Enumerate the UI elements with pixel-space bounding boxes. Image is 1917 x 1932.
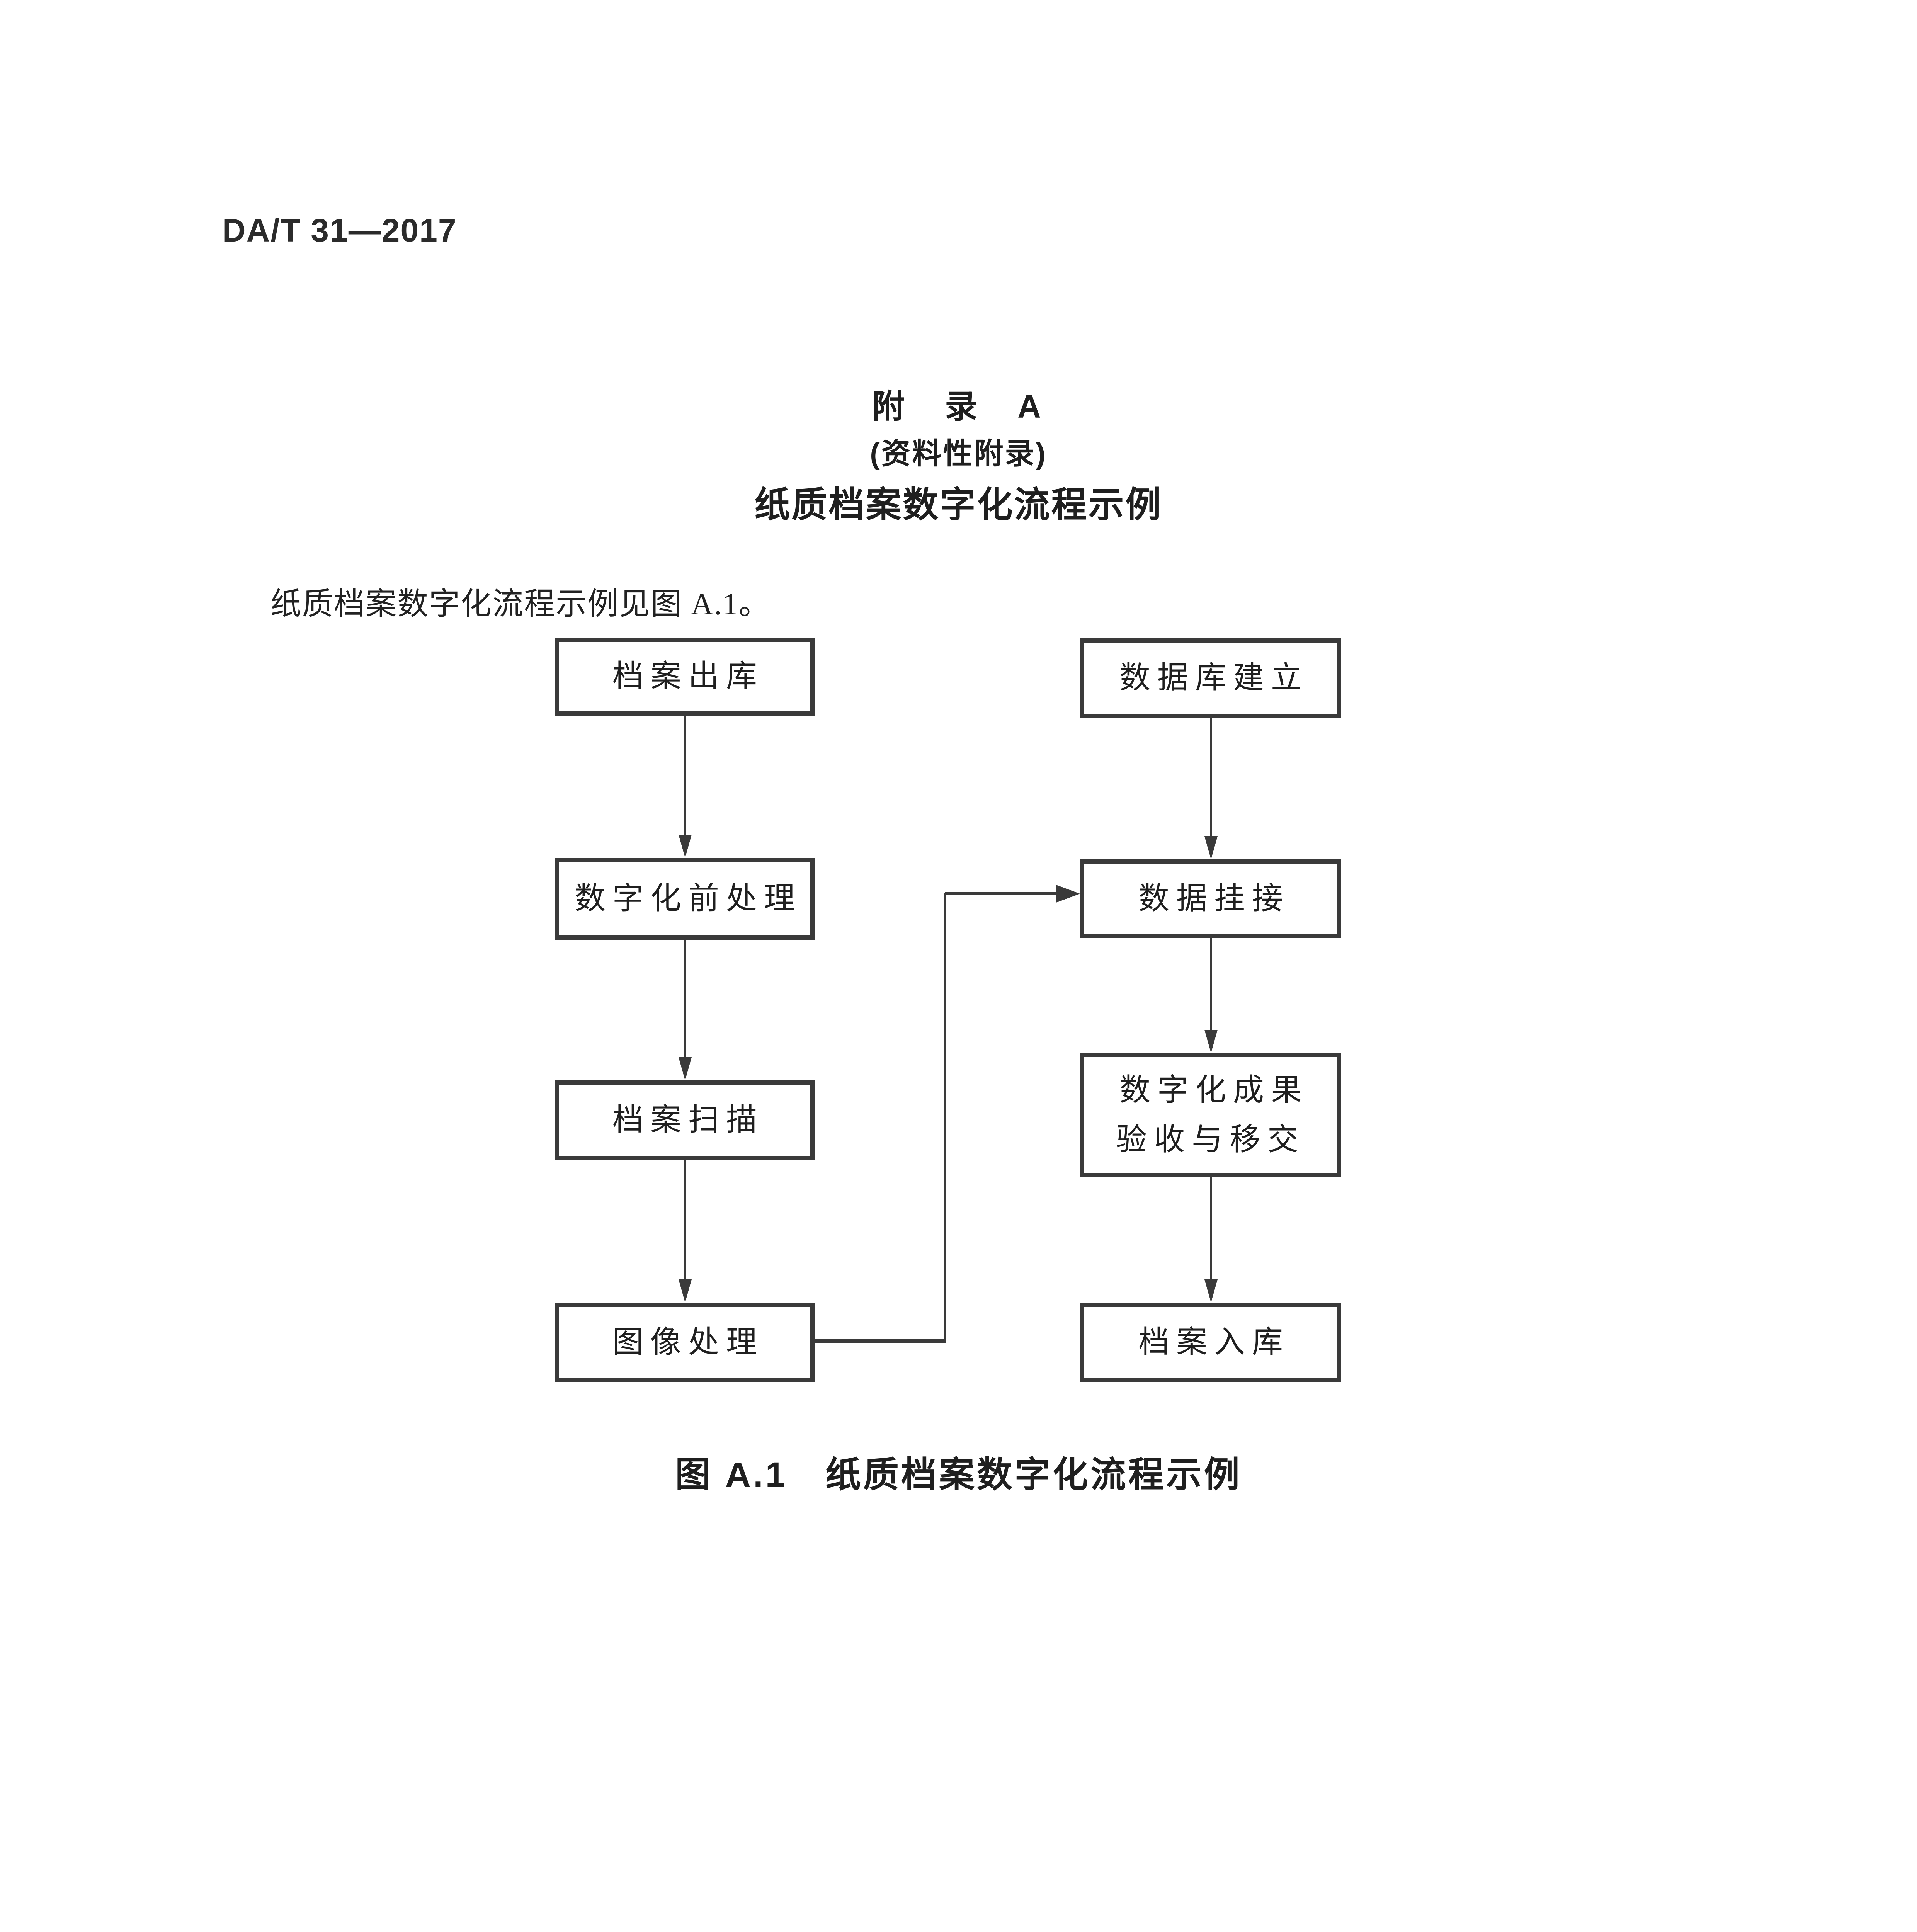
arrow-line — [684, 1160, 686, 1280]
arrow-line — [1210, 938, 1212, 1031]
flow-box-data-linking: 数据挂接 — [1080, 859, 1341, 938]
flow-box-image-processing: 图像处理 — [555, 1303, 815, 1382]
arrow-down-icon — [679, 835, 692, 858]
flow-box-database-setup: 数据库建立 — [1080, 638, 1341, 718]
flow-box-pre-digitization: 数字化前处理 — [555, 858, 815, 940]
arrow-down-icon — [1204, 1279, 1218, 1303]
arrow-down-icon — [1204, 1030, 1218, 1053]
flow-box-archive-scanning: 档案扫描 — [555, 1080, 815, 1160]
standard-code-header: DA/T 31—2017 — [222, 212, 457, 248]
arrow-down-icon — [679, 1279, 692, 1303]
arrow-right-icon — [1056, 885, 1080, 903]
connector-horizontal-segment — [814, 1339, 946, 1343]
arrow-down-icon — [1204, 836, 1218, 859]
flow-box-archive-return: 档案入库 — [1080, 1303, 1341, 1382]
appendix-title: 附 录 A — [872, 388, 1045, 425]
connector-horizontal-segment — [945, 892, 1057, 895]
flow-box-archive-checkout: 档案出库 — [555, 638, 815, 716]
appendix-heading: 纸质档案数字化流程示例 — [754, 485, 1163, 525]
arrow-line — [1210, 718, 1212, 837]
appendix-subtitle: (资料性附录) — [870, 437, 1047, 470]
arrow-line — [684, 940, 686, 1058]
connector-vertical-segment — [944, 893, 946, 1342]
arrow-down-icon — [679, 1057, 692, 1080]
arrow-line — [1210, 1177, 1212, 1280]
flow-box-acceptance-transfer: 数字化成果 验收与移交 — [1080, 1053, 1341, 1177]
arrow-line — [684, 716, 686, 836]
intro-paragraph: 纸质档案数字化流程示例见图 A.1。 — [270, 587, 771, 621]
figure-caption: 图 A.1 纸质档案数字化流程示例 — [675, 1455, 1242, 1495]
